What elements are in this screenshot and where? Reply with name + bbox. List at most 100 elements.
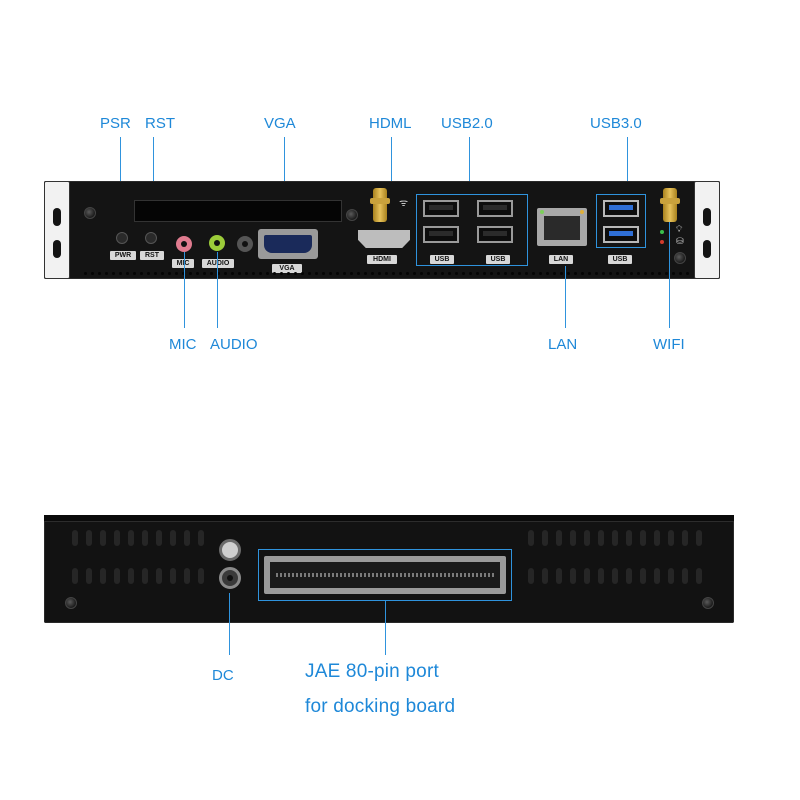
vent-slot: [128, 530, 134, 546]
vent-slot: [170, 530, 176, 546]
vga-port[interactable]: [258, 229, 318, 259]
vent-hole: [371, 272, 374, 275]
vent-hole: [616, 272, 619, 275]
vent-slot: [626, 568, 632, 584]
vent-hole: [133, 272, 136, 275]
vent-slot: [682, 568, 688, 584]
vent-hole: [98, 272, 101, 275]
rst-panel-label: RST: [140, 251, 164, 260]
rear-button[interactable]: [219, 539, 241, 561]
vent-hole: [210, 272, 213, 275]
vent-hole: [399, 272, 402, 275]
vent-slot: [640, 530, 646, 546]
vent-hole: [84, 272, 87, 275]
usb30-callout: USB3.0: [590, 115, 642, 132]
vent-slot: [114, 568, 120, 584]
jae-80-pin-port[interactable]: [264, 556, 506, 594]
vent-slot: [584, 568, 590, 584]
usb20-port-1[interactable]: [423, 200, 459, 217]
vent-hole: [189, 272, 192, 275]
vent-hole: [504, 272, 507, 275]
usb30-port-2[interactable]: [603, 226, 639, 243]
vent-slot: [626, 530, 632, 546]
mic-jack[interactable]: [176, 236, 192, 252]
vent-hole: [511, 272, 514, 275]
usb20-callout: USB2.0: [441, 115, 493, 132]
vent-hole: [301, 272, 304, 275]
vent-slot: [156, 530, 162, 546]
vent-hole: [448, 272, 451, 275]
jae-socket: [270, 562, 500, 588]
hdd-led: [660, 240, 664, 244]
audio-callout: AUDIO: [210, 336, 258, 353]
usb20-leader-line: [469, 137, 470, 195]
vent-hole: [266, 272, 269, 275]
vent-hole: [119, 272, 122, 275]
lan-socket: [544, 216, 580, 240]
vent-hole: [168, 272, 171, 275]
hdmi-port[interactable]: [358, 230, 410, 248]
vent-slot: [598, 568, 604, 584]
vent-slot: [184, 568, 190, 584]
vent-slot: [114, 530, 120, 546]
vent-hole: [483, 272, 486, 275]
ear-slot: [53, 240, 61, 258]
usb-left-panel-label: USB: [430, 255, 454, 264]
vent-hole: [294, 272, 297, 275]
lan-leader-line: [565, 266, 566, 328]
usb30-port-1[interactable]: [603, 200, 639, 217]
usb3-panel-label: USB: [608, 255, 632, 264]
vent-hole: [441, 272, 444, 275]
vent-slot: [570, 568, 576, 584]
vent-slot: [654, 568, 660, 584]
vent-hole: [203, 272, 206, 275]
audio-jack[interactable]: [209, 235, 225, 251]
hdml-callout: HDML: [369, 115, 412, 132]
vent-hole: [490, 272, 493, 275]
dc-jack[interactable]: [219, 567, 241, 589]
antenna-connector-left: [370, 188, 390, 222]
vent-hole: [609, 272, 612, 275]
usb20-port-3[interactable]: [423, 226, 459, 243]
vent-slot: [142, 530, 148, 546]
dc-leader-line: [229, 593, 230, 655]
vent-slot: [668, 530, 674, 546]
vent-hole: [322, 272, 325, 275]
audio-leader-line: [217, 252, 218, 328]
vent-hole: [238, 272, 241, 275]
vent-hole: [126, 272, 129, 275]
ear-slot: [53, 208, 61, 226]
vent-hole: [413, 272, 416, 275]
vent-hole: [287, 272, 290, 275]
dc-pin: [227, 575, 233, 581]
vent-slot: [528, 530, 534, 546]
vent-hole: [602, 272, 605, 275]
lan-port[interactable]: [537, 208, 587, 246]
vent-hole: [560, 272, 563, 275]
vent-slot: [100, 530, 106, 546]
usb20-port-4[interactable]: [477, 226, 513, 243]
jae-highlight-frame: [258, 549, 512, 601]
vent-hole: [224, 272, 227, 275]
reset-button[interactable]: [145, 232, 157, 244]
jae-leader-line: [385, 601, 386, 655]
vent-hole: [567, 272, 570, 275]
vent-slot: [72, 568, 78, 584]
vent-slot: [528, 568, 534, 584]
vent-hole: [154, 272, 157, 275]
chassis-screw: [674, 252, 686, 264]
vent-slot: [584, 530, 590, 546]
usb30-leader-line: [627, 137, 628, 195]
vent-hole: [105, 272, 108, 275]
vent-hole: [644, 272, 647, 275]
vent-hole: [357, 272, 360, 275]
jae-callout-line2: for docking board: [305, 696, 456, 717]
usb20-port-2[interactable]: [477, 200, 513, 217]
vent-hole: [525, 272, 528, 275]
vent-hole: [686, 272, 689, 275]
power-button[interactable]: [116, 232, 128, 244]
vent-slot: [696, 530, 702, 546]
vent-hole: [196, 272, 199, 275]
vent-slot: [72, 530, 78, 546]
aux-jack[interactable]: [237, 236, 253, 252]
